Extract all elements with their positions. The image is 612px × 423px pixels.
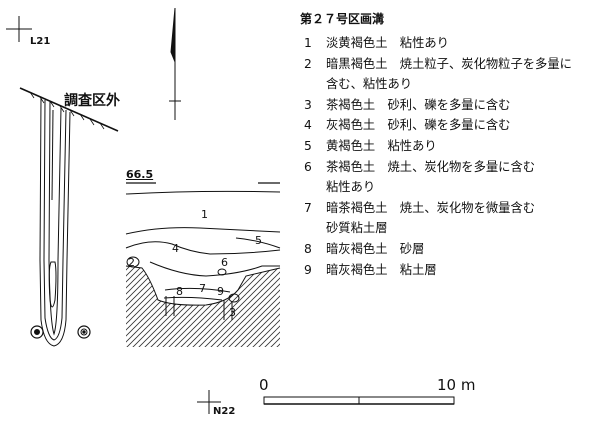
legend-item-number: 9 xyxy=(304,262,312,277)
layer-boundary-1 xyxy=(125,227,281,235)
layer-boundary-5 xyxy=(235,237,281,249)
legend-item-line: 暗黒褐色土 焼土粒子、炭化物粒子を多量に xyxy=(326,56,572,71)
legend-item-line: 砂質粘土層 xyxy=(326,221,388,236)
natural-ground-hatch xyxy=(126,266,280,347)
legend-item-line: 含む、粘性あり xyxy=(326,77,413,92)
legend-item-number: 3 xyxy=(304,97,312,112)
legend-item-description: 暗黒褐色土 焼土粒子、炭化物粒子を多量に含む、粘性あり xyxy=(326,54,610,95)
legend-item-description: 黄褐色土 粘性あり xyxy=(326,136,610,157)
layer-boundary-4 xyxy=(125,241,281,255)
layer-number-5: 5 xyxy=(255,234,262,247)
legend-item-number: 8 xyxy=(304,241,312,256)
legend-item-number: 1 xyxy=(304,36,312,50)
survey-boundary-line xyxy=(19,87,119,132)
legend-item-description: 淡黄褐色土 粘性あり xyxy=(326,33,610,54)
grid-label-bottom: N22 xyxy=(213,406,236,417)
layer-number-7: 7 xyxy=(199,282,206,295)
legend-item-line: 粘性あり xyxy=(326,180,376,195)
grid-cross-top xyxy=(6,16,32,42)
layer-boundary-6 xyxy=(149,261,280,277)
legend-item: 7 暗茶褐色土 焼土、炭化物を微量含む砂質粘土層 xyxy=(300,198,610,239)
legend-item-description: 暗灰褐色土 砂層 xyxy=(326,239,610,260)
ground-surface xyxy=(125,190,281,195)
elevation-label: 66.5 xyxy=(126,168,154,181)
legend-item-line: 黄褐色土 粘性あり xyxy=(326,138,437,153)
legend-item-number: 4 xyxy=(304,118,312,133)
legend-item-number: 7 xyxy=(304,200,312,215)
legend-item-number: 6 xyxy=(304,159,312,174)
legend-item: 6 茶褐色土 焼土、炭化物を多量に含む粘性あり xyxy=(300,157,610,198)
legend-item-description: 暗茶褐色土 焼土、炭化物を微量含む砂質粘土層 xyxy=(326,198,610,239)
layer-number-4: 4 xyxy=(172,242,179,255)
layer-legend: 第２７号区画溝 1 淡黄褐色土 粘性あり 2 暗黒褐色土 焼土粒子、炭化物粒子を多量に… xyxy=(300,10,610,280)
legend-item-line: 暗灰褐色土 粘土層 xyxy=(326,262,437,277)
legend-item-number: 5 xyxy=(304,138,312,153)
legend-item-line: 茶褐色土 砂利、礫を多量に含む xyxy=(326,97,511,112)
scale-start-label: 0 xyxy=(259,376,269,394)
layer-boundary-8 xyxy=(163,296,223,301)
ditch-bottom xyxy=(125,265,281,306)
legend-item: 1 淡黄褐色土 粘性あり xyxy=(300,33,610,54)
legend-item-description: 灰褐色土 砂利、礫を多量に含む xyxy=(326,115,610,136)
legend-item: 2 暗黒褐色土 焼土粒子、炭化物粒子を多量に含む、粘性あり xyxy=(300,54,610,95)
grid-cross-bottom xyxy=(197,390,221,414)
pit-left xyxy=(30,325,44,339)
legend-item: 9 暗灰褐色土 粘土層 xyxy=(300,260,610,281)
layer-number-1: 1 xyxy=(201,208,208,221)
legend-item-line: 茶褐色土 焼土、炭化物を多量に含む xyxy=(326,159,536,174)
pit-right xyxy=(77,325,91,339)
layer-boundary-7 xyxy=(164,287,231,293)
grid-label-top: L21 xyxy=(30,36,51,47)
scale-end-label: 10 m xyxy=(437,376,476,394)
layer-number-9: 9 xyxy=(217,285,224,298)
legend-item-number: 2 xyxy=(304,56,312,71)
legend-item-line: 暗茶褐色土 焼土、炭化物を微量含む xyxy=(326,200,536,215)
legend-item: 5 黄褐色土 粘性あり xyxy=(300,136,610,157)
legend-item-description: 暗灰褐色土 粘土層 xyxy=(326,260,610,281)
section-drawing xyxy=(125,182,281,347)
legend-item-description: 茶褐色土 砂利、礫を多量に含む xyxy=(326,95,610,116)
legend-item-line: 淡黄褐色土 粘性あり xyxy=(326,36,449,50)
legend-title: 第２７号区画溝 xyxy=(300,12,385,26)
north-arrow-icon xyxy=(169,7,181,120)
legend-item-description: 茶褐色土 焼土、炭化物を多量に含む粘性あり xyxy=(326,157,610,198)
legend-item: 4 灰褐色土 砂利、礫を多量に含む xyxy=(300,115,610,136)
ditch-plan xyxy=(39,97,71,347)
scale-bar xyxy=(263,396,455,405)
layer-number-8: 8 xyxy=(176,285,183,298)
legend-item: 3 茶褐色土 砂利、礫を多量に含む xyxy=(300,95,610,116)
layer-number-3: 3 xyxy=(229,306,236,319)
legend-item-line: 灰褐色土 砂利、礫を多量に含む xyxy=(326,118,511,133)
survey-area-label: 調査区外 xyxy=(64,93,120,109)
legend-item: 8 暗灰褐色土 砂層 xyxy=(300,239,610,260)
layer-number-6: 6 xyxy=(221,256,228,269)
legend-item-line: 暗灰褐色土 砂層 xyxy=(326,241,425,256)
layer-number-2: 2 xyxy=(128,256,135,269)
